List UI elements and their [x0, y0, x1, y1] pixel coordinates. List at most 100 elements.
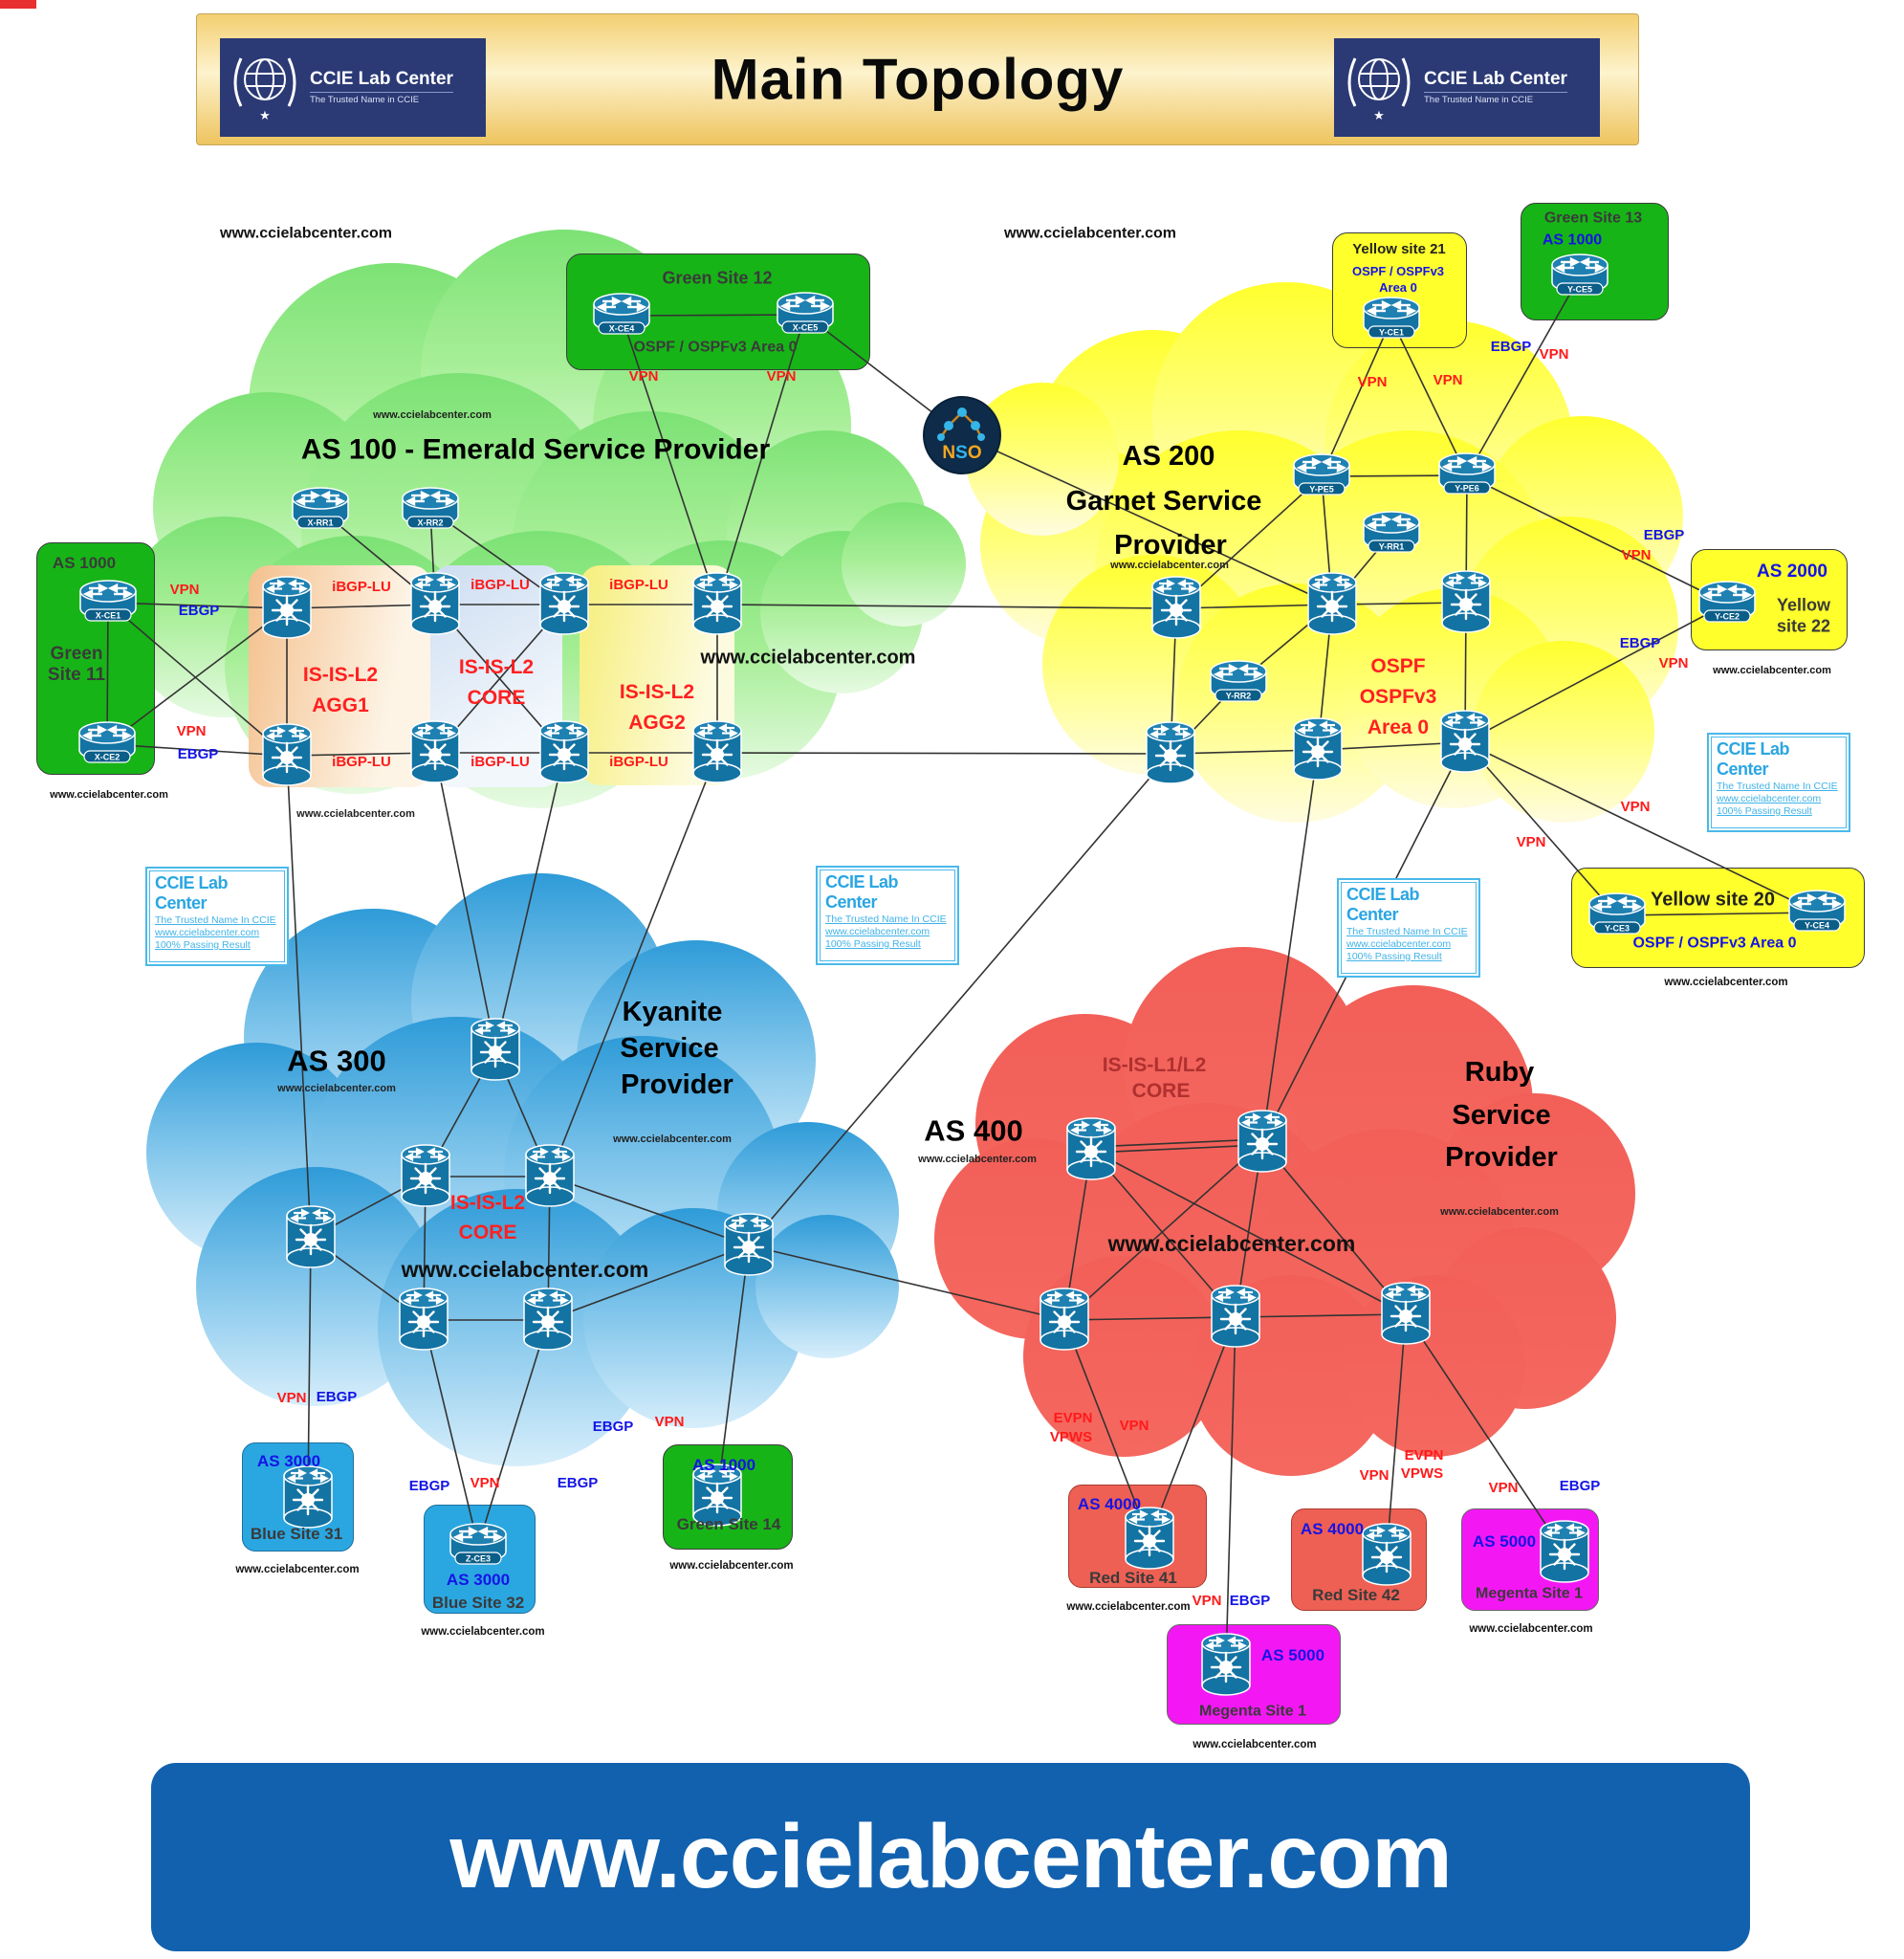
- pe-router-icon-p6: [409, 720, 461, 783]
- link-label-vpn: VPN: [276, 1390, 307, 1407]
- pe-router-icon-p7: [538, 720, 590, 783]
- url-text: www.ccielabcenter.com: [421, 1625, 545, 1638]
- link-line: [716, 752, 1171, 755]
- link-label-vpn: VPN: [1357, 374, 1388, 391]
- router-icon-y-rr1: Y-RR1: [1362, 511, 1421, 553]
- site-title: Red Site 41: [1089, 1569, 1177, 1588]
- url-text: www.ccielabcenter.com: [700, 647, 916, 669]
- link-line: [1466, 275, 1581, 476]
- site-title: site 22: [1776, 616, 1831, 636]
- url-text: www.ccielabcenter.com: [235, 1563, 360, 1575]
- link-label-ibgp-lu: iBGP-LU: [332, 579, 391, 596]
- link-label-vpn: VPN: [470, 1475, 500, 1492]
- link-label-vpn: VPN: [654, 1414, 685, 1431]
- link-line: [748, 1244, 1065, 1321]
- igp-label: Area 0: [1367, 715, 1430, 738]
- router-label: Y-CE2: [1715, 612, 1740, 622]
- router-label: X-CE5: [793, 323, 819, 333]
- link-label-ebgp: EBGP: [1643, 527, 1685, 544]
- watermark-line: www.ccielabcenter.com: [825, 926, 930, 937]
- router-icon-y-pe6: Y-PE6: [1437, 452, 1497, 495]
- pe-router-icon-p3: [538, 572, 590, 635]
- link-label-evpn: EVPN: [1404, 1447, 1444, 1464]
- link-line: [1063, 1141, 1263, 1321]
- pe-router-icon-r1: [1065, 1117, 1117, 1180]
- link-line: [549, 1176, 750, 1246]
- site-as-number: AS 5000: [1260, 1646, 1325, 1665]
- watermark-title: CCIE Lab Center: [1717, 739, 1790, 779]
- site-title: Green: [50, 644, 103, 665]
- cloud-title: Provider: [1114, 529, 1227, 561]
- link-line: [1390, 319, 1468, 476]
- site-title: Green Site 12: [662, 268, 773, 288]
- cloud-as300: [146, 873, 899, 1466]
- cloud-title: Kyanite: [622, 996, 723, 1027]
- router-label: Y-PE5: [1309, 485, 1334, 495]
- pe-router-icon-p8: [691, 720, 743, 783]
- igp-label: OSPF: [1370, 654, 1426, 677]
- pe-router-icon-r3: [1039, 1288, 1090, 1351]
- url-text: www.ccielabcenter.com: [918, 1154, 1037, 1166]
- pe-router-icon-k7: [522, 1288, 574, 1351]
- watermark-title: CCIE Lab Center: [155, 873, 229, 913]
- link-line: [1386, 1313, 1407, 1556]
- link-label-ebgp: EBGP: [408, 1478, 450, 1495]
- pe-router-icon-k5: [723, 1213, 775, 1276]
- cloud-title: AS 100 - Emerald Service Provider: [300, 433, 771, 466]
- url-text: www.ccielabcenter.com: [1469, 1622, 1593, 1635]
- pe-router-icon-k3: [524, 1144, 576, 1207]
- link-line: [286, 752, 436, 757]
- globe-logo-icon: ★: [233, 56, 296, 122]
- cloud-title: AS 200: [1122, 440, 1215, 472]
- pe-router-icon-q3: [1440, 570, 1492, 633]
- pe-router-icon-ms1r: [1539, 1520, 1590, 1583]
- site-title: Site 11: [47, 665, 106, 686]
- igp-label: IS-IS-L2: [458, 655, 535, 678]
- link-line: [286, 604, 436, 609]
- pe-router-icon-k1: [470, 1018, 521, 1081]
- pe-router-icon-q4: [1145, 721, 1196, 784]
- url-text: www.ccielabcenter.com: [50, 789, 168, 802]
- link-line: [1321, 319, 1392, 477]
- link-label-vpws: VPWS: [1049, 1429, 1093, 1446]
- router-label: Z-CE3: [466, 1554, 491, 1564]
- igp-label: AGG2: [628, 711, 686, 734]
- url-text: www.ccielabcenter.com: [1004, 225, 1176, 242]
- link-label-evpn: EVPN: [1053, 1410, 1093, 1427]
- watermark-line: www.ccielabcenter.com: [155, 927, 260, 938]
- pe-router-icon-k6: [398, 1288, 449, 1351]
- pe-router-icon-rs42: [1361, 1523, 1412, 1586]
- nso-controller-icon: NSO: [923, 396, 1001, 474]
- router-label: X-CE4: [609, 324, 635, 334]
- link-label-ebgp: EBGP: [557, 1475, 599, 1492]
- watermark-line: 100% Passing Result: [155, 939, 251, 951]
- url-text: www.ccielabcenter.com: [220, 225, 392, 242]
- pe-router-icon-q1: [1150, 576, 1202, 639]
- cloud-title: AS 400: [924, 1113, 1023, 1148]
- link-line: [961, 434, 1333, 605]
- globe-logo-icon: ★: [1347, 56, 1411, 122]
- link-line: [107, 602, 288, 609]
- nso-label: NSO: [942, 443, 981, 463]
- link-label-vpn: VPN: [628, 368, 659, 385]
- logo-tagline: The Trusted Name in CCIE: [1424, 91, 1567, 105]
- cloud-as400: [934, 947, 1635, 1476]
- router-label: X-CE1: [96, 611, 121, 621]
- router-icon-x-ce4: X-CE4: [592, 293, 651, 335]
- cloud-title: AS 300: [287, 1044, 386, 1078]
- url-text: www.ccielabcenter.com: [401, 1256, 649, 1282]
- link-line: [107, 602, 288, 757]
- pe-router-icon-p2: [409, 572, 461, 635]
- router-icon-x-ce1: X-CE1: [78, 580, 138, 622]
- link-label-vpn: VPN: [1620, 799, 1651, 816]
- link-line: [1090, 1144, 1263, 1154]
- link-label-ebgp: EBGP: [177, 746, 219, 763]
- watermark-line: 100% Passing Result: [825, 938, 921, 950]
- site-as-number: AS 4000: [1077, 1495, 1142, 1514]
- link-label-ebgp: EBGP: [1559, 1478, 1601, 1495]
- link-line: [1063, 1316, 1237, 1321]
